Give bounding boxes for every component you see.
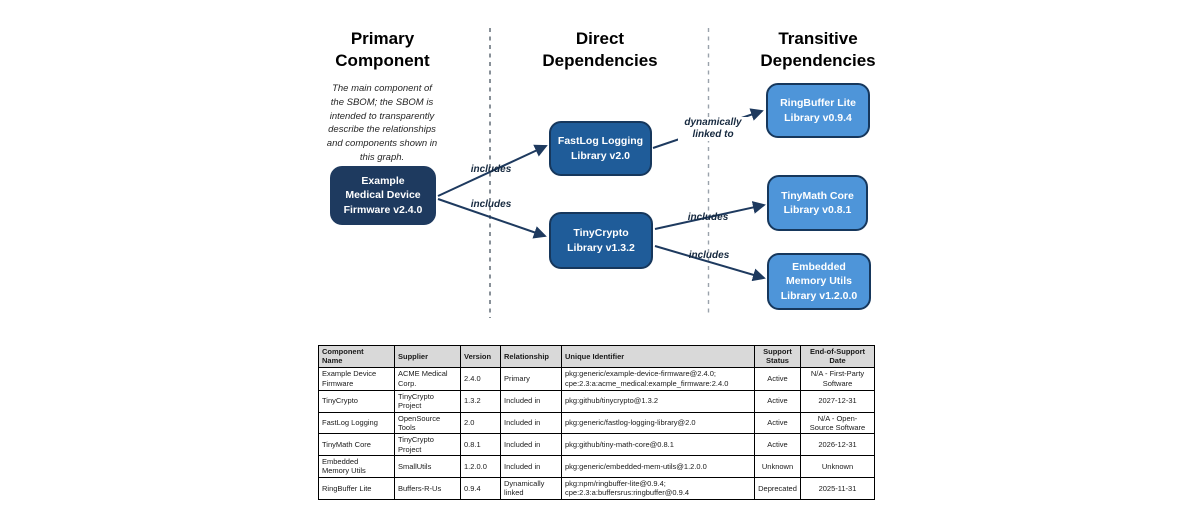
node-tinymath-core-library: TinyMath Core Library v0.8.1 xyxy=(767,175,868,231)
table-cell: Active xyxy=(754,366,801,391)
column-title-direct-dependencies: Direct Dependencies xyxy=(542,29,658,71)
table-cell: ACME Medical Corp. xyxy=(394,366,461,391)
table-cell: pkg:github/tiny-math-core@0.8.1 xyxy=(561,433,755,456)
table-header-cell: Supplier xyxy=(394,345,461,368)
table-cell: 0.8.1 xyxy=(460,433,501,456)
column-title-transitive-dependencies: Transitive Dependencies xyxy=(760,29,876,71)
table-cell: Active xyxy=(754,389,801,413)
table-row: FastLog Logging OpenSource Tools 2.0 Inc… xyxy=(318,411,875,435)
table-header-cell: Version xyxy=(460,345,501,368)
node-example-medical-device-firmware: Example Medical Device Firmware v2.4.0 xyxy=(330,166,436,225)
edge-primary-tinycrypto-arrow xyxy=(437,198,547,239)
table-cell: RingBuffer Lite xyxy=(318,476,395,500)
node-fastlog-logging-library: FastLog Logging Library v2.0 xyxy=(549,121,652,176)
table-cell: 2.0 xyxy=(460,411,501,435)
table-cell: N/A - First-Party Software xyxy=(800,366,875,391)
table-row: Example Device Firmware ACME Medical Cor… xyxy=(318,366,875,391)
table-header-row: Component Name Supplier Version Relation… xyxy=(318,345,875,368)
table-row: Embedded Memory Utils SmallUtils 1.2.0.0… xyxy=(318,455,875,478)
table-cell: FastLog Logging xyxy=(318,411,395,435)
table-cell: SmallUtils xyxy=(394,455,461,478)
table-cell: Example Device Firmware xyxy=(318,366,395,391)
table-cell: TinyCrypto Project xyxy=(394,389,461,413)
table-header-cell: End-of-Support Date xyxy=(800,345,875,368)
table-cell: TinyCrypto xyxy=(318,389,395,413)
table-cell: pkg:generic/fastlog-logging-library@2.0 xyxy=(561,411,755,435)
table-cell: 2.4.0 xyxy=(460,366,501,391)
edge-label-dynamically-linked-to: dynamically linked to xyxy=(678,117,748,141)
edge-label-includes-2: includes xyxy=(470,199,512,210)
table-header-cell: Support Status xyxy=(754,345,801,368)
table-cell: Dynamically linked xyxy=(500,476,562,500)
table-cell: 2026-12-31 xyxy=(800,433,875,456)
table-cell: 0.9.4 xyxy=(460,476,501,500)
table-cell: Primary xyxy=(500,366,562,391)
table-cell: OpenSource Tools xyxy=(394,411,461,435)
table-header-cell: Unique Identifier xyxy=(561,345,755,368)
table-cell: Buffers-R-Us xyxy=(394,476,461,500)
edge-primary-fastlog-arrow xyxy=(437,144,548,197)
table-row: TinyCrypto TinyCrypto Project 1.3.2 Incl… xyxy=(318,389,875,413)
table-cell: Active xyxy=(754,411,801,435)
table-cell: TinyMath Core xyxy=(318,433,395,456)
table-cell: N/A - Open- Source Software xyxy=(800,411,875,435)
table-cell: 2027-12-31 xyxy=(800,389,875,413)
sbom-component-table: Component Name Supplier Version Relation… xyxy=(318,345,875,500)
table-row: RingBuffer Lite Buffers-R-Us 0.9.4 Dynam… xyxy=(318,476,875,500)
table-cell: Deprecated xyxy=(754,476,801,500)
table-cell: Included in xyxy=(500,433,562,456)
table-header-cell: Component Name xyxy=(318,345,395,368)
node-ringbuffer-lite-library: RingBuffer Lite Library v0.9.4 xyxy=(766,83,870,138)
column-title-primary-component: Primary Component xyxy=(335,29,430,71)
table-cell: Unknown xyxy=(800,455,875,478)
edge-label-includes-4: includes xyxy=(688,250,730,261)
table-cell: Embedded Memory Utils xyxy=(318,455,395,478)
table-cell: pkg:generic/example-device-firmware@2.4.… xyxy=(561,366,755,391)
edge-label-includes-3: includes xyxy=(687,212,729,223)
edge-tinycrypto-embedded-arrow xyxy=(654,245,766,282)
table-cell: 1.3.2 xyxy=(460,389,501,413)
table-cell: TinyCrypto Project xyxy=(394,433,461,456)
table-cell: Unknown xyxy=(754,455,801,478)
node-tinycrypto-library: TinyCrypto Library v1.3.2 xyxy=(549,212,653,269)
table-cell: pkg:github/tinycrypto@1.3.2 xyxy=(561,389,755,413)
table-cell: Included in xyxy=(500,389,562,413)
edge-tinycrypto-tinymath-arrow xyxy=(654,201,766,230)
table-cell: Included in xyxy=(500,411,562,435)
table-cell: Active xyxy=(754,433,801,456)
table-cell: Included in xyxy=(500,455,562,478)
table-row: TinyMath Core TinyCrypto Project 0.8.1 I… xyxy=(318,433,875,456)
table-cell: pkg:npm/ringbuffer-lite@0.9.4; cpe:2.3:a… xyxy=(561,476,755,500)
edge-label-includes-1: includes xyxy=(470,164,512,175)
table-header-cell: Relationship xyxy=(500,345,562,368)
table-cell: 1.2.0.0 xyxy=(460,455,501,478)
node-embedded-memory-utils-library: Embedded Memory Utils Library v1.2.0.0 xyxy=(767,253,871,310)
table-cell: 2025-11-31 xyxy=(800,476,875,500)
sbom-description-text: The main component of the SBOM; the SBOM… xyxy=(326,83,438,163)
table-cell: pkg:generic/embedded-mem-utils@1.2.0.0 xyxy=(561,455,755,478)
